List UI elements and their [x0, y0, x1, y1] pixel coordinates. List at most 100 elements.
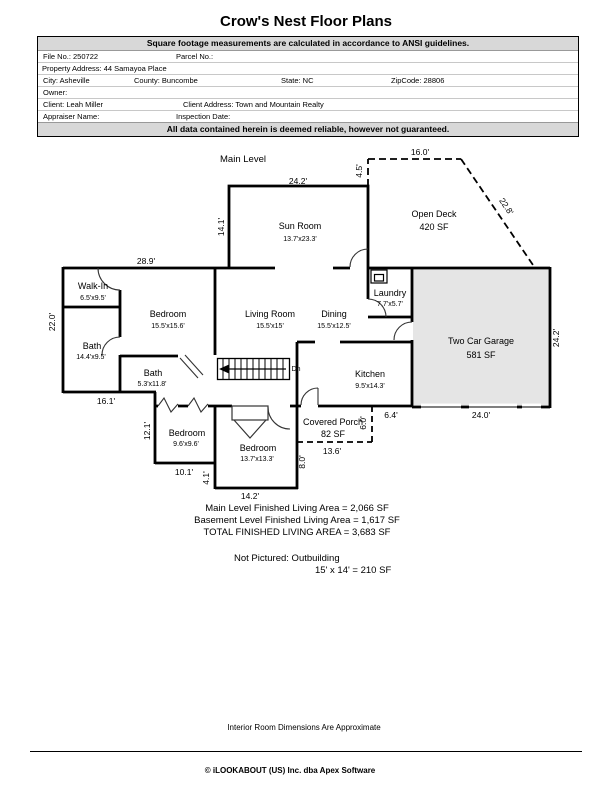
room-size-bath-main: 14.4'x9.5' — [76, 354, 106, 361]
room-size-bedroom-main: 15.5'x15.6' — [151, 323, 184, 330]
appraiser-name-field: Appraiser Name: — [43, 112, 100, 121]
stairs-down-label: Dn — [292, 366, 301, 373]
room-size-living-room: 15.5'x15' — [256, 323, 284, 330]
walls — [61, 184, 552, 490]
not-pictured-label: Not Pictured: Outbuilding — [234, 553, 340, 564]
room-size-dining: 15.5'x12.5' — [317, 323, 350, 330]
washing-machine-icon — [370, 269, 388, 284]
dim-bed-small-bottom: 10.1' — [175, 467, 194, 477]
room-label-open-deck: Open Deck — [411, 209, 457, 219]
room-label-garage: Two Car Garage — [448, 336, 514, 346]
dim-porch-right: 6.0' — [358, 416, 368, 430]
dimensions-approximate-note: Interior Room Dimensions Are Approximate — [227, 723, 381, 732]
state-field: State: NC — [281, 76, 314, 85]
dim-deck-left: 4.5' — [354, 164, 364, 178]
table-row-owner: Owner: — [38, 87, 578, 99]
disclaimer-bar: All data contained herein is deemed reli… — [38, 122, 578, 136]
summary-total: TOTAL FINISHED LIVING AREA = 3,683 SF — [203, 527, 391, 539]
closet-bifold-icon — [231, 405, 269, 439]
dimension-labels: 24.2' 16.0' 4.5' 22.8' 14.1' 28.9' 22.0'… — [47, 147, 561, 501]
room-size-walk-in: 6.5'x9.5' — [80, 295, 106, 302]
room-size-garage: 581 SF — [466, 350, 496, 360]
footer-divider — [30, 751, 582, 752]
dim-left-height: 22.0' — [47, 313, 57, 332]
room-label-bedroom-main: Bedroom — [150, 309, 187, 319]
bath-hall-door-icon — [179, 354, 204, 379]
garage-floor-fill — [413, 269, 549, 406]
dim-step-left: 12.1' — [142, 422, 152, 441]
bath-door-swing-icon — [101, 336, 121, 356]
client-address-field: Client Address: Town and Mountain Realty — [183, 100, 324, 109]
room-size-covered-porch: 82 SF — [321, 429, 346, 439]
ansi-notice-bar: Square footage measurements are calculat… — [38, 37, 578, 51]
washer-outline — [370, 269, 388, 284]
walkin-door-swing-icon — [97, 267, 121, 291]
zipcode-field: ZipCode: 28806 — [391, 76, 445, 85]
dim-lower-left: 16.1' — [97, 396, 116, 406]
room-label-bath-hall: Bath — [144, 368, 163, 378]
window-zigzag-icon — [157, 396, 209, 413]
room-label-bath-main: Bath — [83, 341, 102, 351]
room-label-walk-in: Walk-In — [78, 281, 108, 291]
property-address-field: Property Address: 44 Samayoa Place — [42, 64, 167, 73]
copyright-notice: © iLOOKABOUT (US) Inc. dba Apex Software — [204, 766, 376, 775]
table-row-client: Client: Leah Miller Client Address: Town… — [38, 99, 578, 111]
room-size-kitchen: 9.5'x14.3' — [355, 383, 385, 390]
open-deck-outline — [367, 158, 534, 266]
porch-door-swing-icon — [300, 387, 319, 406]
sunroom-door-swing-icon — [349, 248, 369, 268]
room-label-bedroom-small: Bedroom — [169, 428, 206, 438]
room-label-bedroom-lower: Bedroom — [240, 443, 277, 453]
room-label-kitchen: Kitchen — [355, 369, 385, 379]
dim-sunroom-left: 14.1' — [216, 218, 226, 237]
covered-porch-outline — [297, 406, 373, 443]
stairs-icon — [216, 357, 291, 381]
dim-garage-bottom: 24.0' — [472, 410, 491, 420]
table-row-file: File No.: 250722 Parcel No.: — [38, 51, 578, 63]
property-info-table: Square footage measurements are calculat… — [37, 36, 579, 137]
garage-door-swing-icon — [393, 321, 413, 341]
city-field: City: Asheville — [43, 76, 90, 85]
room-label-sun-room: Sun Room — [279, 221, 322, 231]
dim-bed-lower-right: 8.0' — [297, 455, 307, 469]
parcel-no-field: Parcel No.: — [176, 52, 214, 61]
dim-sunroom-top: 24.2' — [289, 176, 308, 186]
door-swings — [97, 248, 413, 430]
room-size-open-deck: 420 SF — [419, 222, 449, 232]
outbuilding-size: 15' x 14' = 210 SF — [315, 565, 392, 576]
summary-basement-level: Basement Level Finished Living Area = 1,… — [194, 515, 400, 527]
washer-door — [373, 273, 385, 282]
room-label-dining: Dining — [321, 309, 347, 319]
room-size-bedroom-lower: 13.7'x13.3' — [240, 456, 273, 463]
dim-step-small: 4.1' — [201, 471, 211, 485]
room-label-covered-porch: Covered Porch — [303, 417, 363, 427]
file-no-field: File No.: 250722 — [43, 52, 99, 61]
client-field: Client: Leah Miller — [43, 100, 104, 109]
bedroom-door-swing-icon — [267, 406, 291, 430]
laundry-door-swing-icon — [367, 298, 387, 318]
dim-bed-lower-bottom: 14.2' — [241, 491, 260, 501]
level-label: Main Level — [220, 154, 266, 165]
room-labels: Sun Room 13.7'x23.3' Open Deck 420 SF Wa… — [76, 209, 514, 463]
living-area-summary: Main Level Finished Living Area = 2,066 … — [97, 503, 497, 540]
garage-door-markers — [421, 403, 541, 411]
page-title: Crow's Nest Floor Plans — [220, 13, 392, 30]
inspection-date-field: Inspection Date: — [176, 112, 231, 121]
dim-garage-right: 24.2' — [551, 329, 561, 348]
stairs-arrow-head-icon — [219, 364, 229, 374]
owner-field: Owner: — [43, 88, 68, 97]
room-size-sun-room: 13.7'x23.3' — [283, 236, 316, 243]
room-size-bath-hall: 5.3'x11.8' — [137, 381, 166, 388]
county-field: County: Buncombe — [134, 76, 198, 85]
table-row-appraiser: Appraiser Name: Inspection Date: — [38, 111, 578, 122]
dim-porch-bottom: 13.6' — [323, 446, 342, 456]
dim-deck-top: 16.0' — [411, 147, 430, 157]
room-label-living-room: Living Room — [245, 309, 295, 319]
dim-upper-width: 28.9' — [137, 256, 156, 266]
room-size-bedroom-small: 9.6'x9.6' — [173, 441, 199, 448]
dim-deck-diagonal: 22.8' — [497, 196, 516, 217]
room-label-laundry: Laundry — [374, 288, 407, 298]
summary-main-level: Main Level Finished Living Area = 2,066 … — [205, 503, 389, 514]
table-row-address: Property Address: 44 Samayoa Place — [38, 63, 578, 75]
